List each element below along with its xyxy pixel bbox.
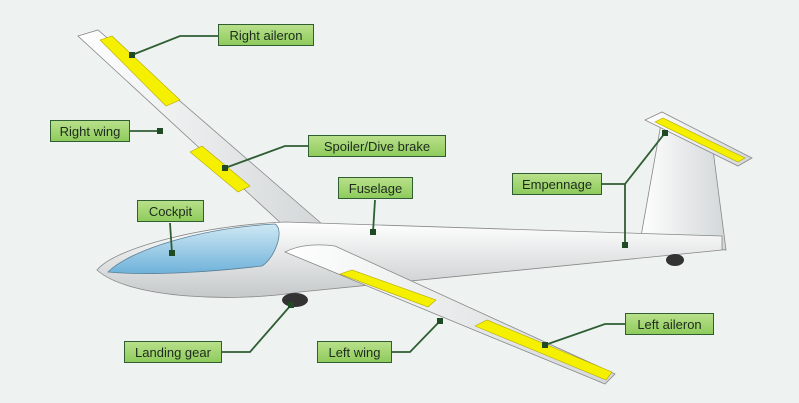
canopy-shape xyxy=(107,223,280,274)
control-surfaces xyxy=(99,35,746,381)
label-spoiler: Spoiler/Dive brake xyxy=(308,135,446,157)
right-aileron-surface xyxy=(99,35,181,107)
label-empennage: Empennage xyxy=(512,173,602,195)
tail-wheel xyxy=(666,254,684,266)
label-left-aileron: Left aileron xyxy=(625,313,714,335)
elevator-surface xyxy=(654,117,746,163)
label-landing-gear: Landing gear xyxy=(124,341,222,363)
landing-gear-wheel xyxy=(282,293,308,307)
label-left-wing: Left wing xyxy=(317,341,392,363)
label-right-aileron: Right aileron xyxy=(218,24,314,46)
label-fuselage: Fuselage xyxy=(338,177,413,199)
leader-lines xyxy=(130,35,666,353)
leader-dots xyxy=(129,52,668,348)
spoiler-right xyxy=(189,145,251,193)
spoiler-left xyxy=(339,269,437,308)
label-cockpit: Cockpit xyxy=(137,200,204,222)
left-aileron-surface xyxy=(474,319,613,381)
label-right-wing: Right wing xyxy=(50,120,130,142)
